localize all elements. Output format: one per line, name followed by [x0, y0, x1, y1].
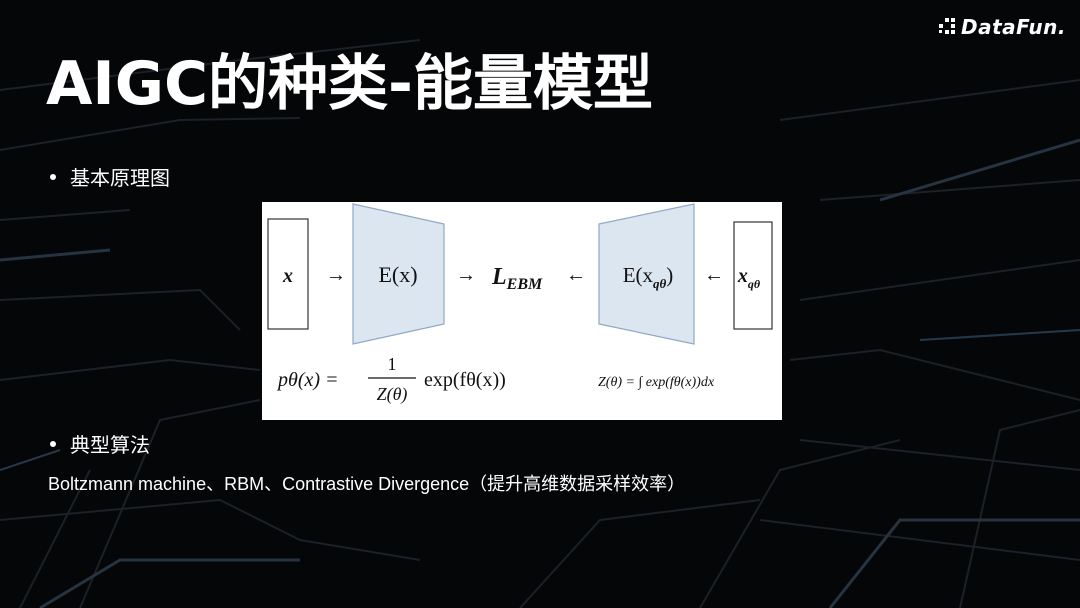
loss-sub: EBM [506, 276, 543, 293]
formula-right: Z(θ) = ∫ exp(fθ(x))dx [598, 375, 715, 390]
bullet-principle: 基本原理图 [50, 162, 170, 191]
bullet-dot-icon [50, 440, 56, 447]
encoder-right-label: E(xqθ) [623, 263, 674, 291]
bullet-algorithms: 典型算法 [50, 429, 150, 458]
input-box-left [267, 218, 309, 330]
encoder-left-trapezoid [352, 203, 445, 345]
formula-left-numerator: 1 [388, 354, 397, 374]
input-left-label: x [282, 265, 293, 287]
formula-left-denominator: Z(θ) [377, 384, 408, 405]
algorithms-text: Boltzmann machine、RBM、Contrastive Diverg… [48, 474, 686, 494]
encoder-right-label-main: E(x [623, 263, 654, 287]
formula-left-rhs: exp(fθ(x)) [424, 369, 506, 391]
bullet-dot-icon [50, 173, 56, 180]
logo-mark-icon [939, 18, 956, 34]
loss-label: LEBM [491, 264, 543, 293]
encoder-right-sub: qθ [653, 276, 667, 291]
arrow-2-icon: → [456, 264, 476, 286]
encoder-right-trapezoid [598, 203, 695, 345]
arrow-4-icon: ← [704, 264, 724, 286]
loss-main: L [491, 264, 507, 290]
bullet-principle-label: 基本原理图 [70, 166, 170, 190]
input-box-right [733, 221, 773, 330]
arrow-3-icon: ← [566, 264, 586, 286]
ebm-diagram: x → E(x) → LEBM ← E(xqθ) ← xqθ pθ(x) = 1… [262, 202, 782, 420]
encoder-right-close: ) [666, 263, 673, 287]
input-right-sub: qθ [748, 277, 761, 291]
input-right-label: xqθ [737, 265, 761, 291]
slide-title: AIGC的种类-能量模型 [46, 49, 653, 119]
input-right-main: x [737, 265, 748, 287]
formula-left-lhs: pθ(x) = [276, 369, 339, 391]
encoder-left-label: E(x) [378, 262, 417, 287]
ebm-diagram-svg: x → E(x) → LEBM ← E(xqθ) ← xqθ pθ(x) = 1… [267, 203, 773, 405]
arrow-1-icon: → [326, 264, 346, 286]
datafun-logo: DataFun. [937, 14, 1066, 40]
logo-text: DataFun. [961, 15, 1066, 39]
bullet-algorithms-label: 典型算法 [70, 433, 150, 457]
